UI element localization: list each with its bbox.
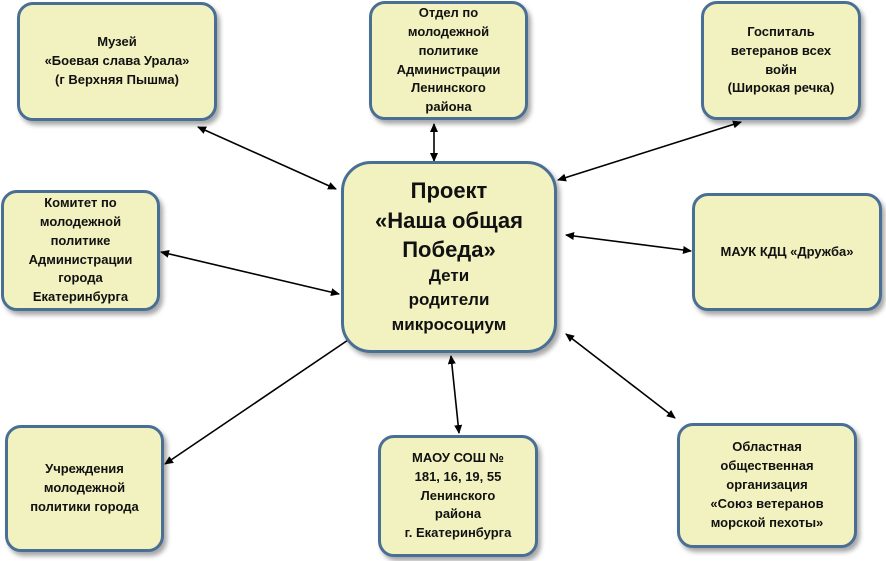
project-subtitle: Дети родители микросоциум: [391, 265, 507, 334]
museum-node: Музей «Боевая слава Урала» (г Верхняя Пы…: [17, 2, 217, 121]
arrow-museum: [197, 126, 337, 190]
project-title: Проект «Наша общая Победа»: [375, 178, 523, 262]
marines-union-node: Областная общественная организация «Союз…: [677, 423, 857, 548]
arrow-youth-institutions: [164, 335, 355, 465]
youth-institutions-node: Учреждения молодежной политики города: [5, 425, 164, 552]
project-center-node: Проект «Наша общая Победа» Дети родители…: [341, 161, 557, 353]
committee-ekb-node: Комитет по молодежной политике Администр…: [1, 190, 160, 311]
mauk-kdc-node: МАУК КДЦ «Дружба»: [692, 193, 882, 311]
arrow-committee: [160, 249, 340, 297]
arrow-hospital: [557, 120, 742, 182]
arrow-schools: [447, 355, 463, 434]
youth-dept-lenin-node: Отдел по молодежной политике Администрац…: [369, 1, 528, 120]
arrow-marines: [565, 333, 676, 419]
hospital-node: Госпиталь ветеранов всех войн (Широкая р…: [701, 1, 861, 120]
schools-node: МАОУ СОШ № 181, 16, 19, 55 Ленинского ра…: [378, 435, 538, 557]
arrow-mauk: [565, 232, 692, 254]
